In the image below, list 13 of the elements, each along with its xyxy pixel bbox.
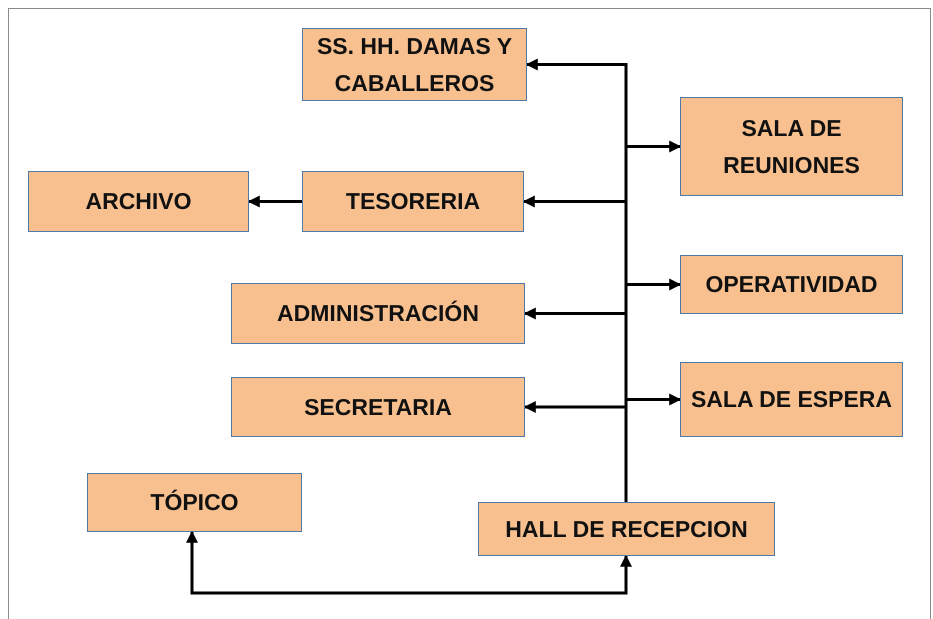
connector-arrow (524, 401, 628, 502)
room-box: ADMINISTRACIÓN (231, 283, 525, 344)
room-box: SALA DE ESPERA (680, 362, 903, 437)
room-box: ARCHIVO (28, 171, 249, 232)
connector-arrow (186, 530, 632, 594)
room-box: TESORERIA (302, 171, 524, 232)
connector-arrow (248, 196, 302, 208)
room-box: OPERATIVIDAD (680, 255, 903, 314)
room-box: SS. HH. DAMAS Y CABALLEROS (302, 28, 527, 101)
room-box: SECRETARIA (231, 377, 525, 437)
room-box: SALA DE REUNIONES (680, 97, 903, 196)
room-box: TÓPICO (87, 473, 302, 532)
room-box: HALL DE RECEPCION (478, 502, 775, 556)
